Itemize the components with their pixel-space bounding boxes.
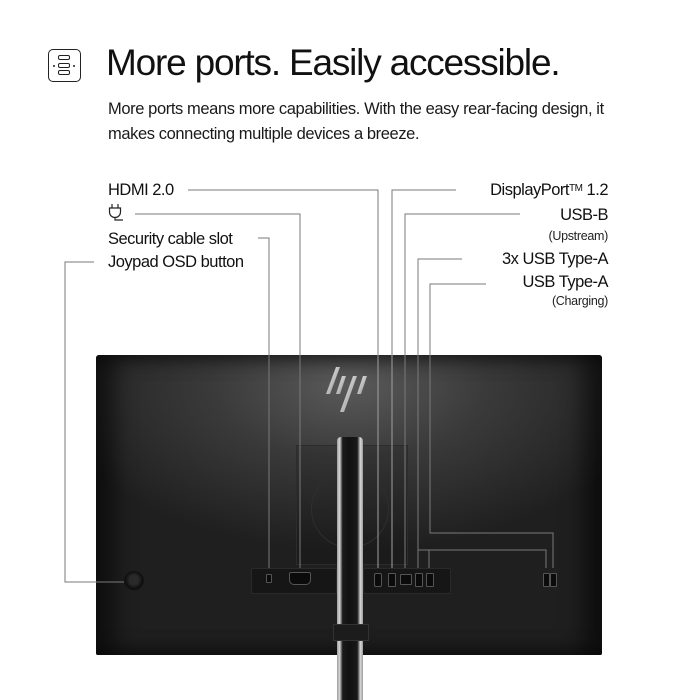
callout-usb-b-note: (Upstream) bbox=[548, 229, 608, 243]
cable-clip bbox=[333, 624, 369, 641]
joypad-osd-button bbox=[124, 571, 144, 591]
hdmi-port bbox=[374, 573, 382, 587]
page-title: More ports. Easily accessible. bbox=[106, 42, 561, 83]
usb-a-port bbox=[543, 573, 550, 587]
callout-usb-a-charging: USB Type-A bbox=[522, 273, 609, 291]
power-port bbox=[289, 572, 311, 585]
callout-displayport: DisplayPortTM 1.2 bbox=[490, 181, 608, 199]
callout-joypad: Joypad OSD button bbox=[108, 253, 244, 271]
usb-b-port bbox=[400, 574, 412, 585]
monitor-stand bbox=[337, 437, 363, 700]
displayport-port bbox=[388, 573, 396, 587]
callout-security-slot: Security cable slot bbox=[108, 230, 233, 248]
ports-stack-icon bbox=[48, 49, 81, 82]
security-slot bbox=[266, 574, 272, 583]
usb-a-port bbox=[426, 573, 434, 587]
callout-hdmi: HDMI 2.0 bbox=[108, 181, 174, 199]
page-subtitle: More ports means more capabilities. With… bbox=[108, 100, 604, 143]
power-plug-icon bbox=[108, 203, 126, 223]
usb-a-port bbox=[415, 573, 423, 587]
callout-usb-b: USB-B bbox=[560, 206, 608, 224]
hp-logo-icon bbox=[326, 367, 367, 412]
callout-usb-a-charging-note: (Charging) bbox=[551, 294, 608, 308]
usb-a-charging-port bbox=[550, 573, 557, 587]
callout-3x-usb-a: 3x USB Type-A bbox=[502, 250, 609, 268]
